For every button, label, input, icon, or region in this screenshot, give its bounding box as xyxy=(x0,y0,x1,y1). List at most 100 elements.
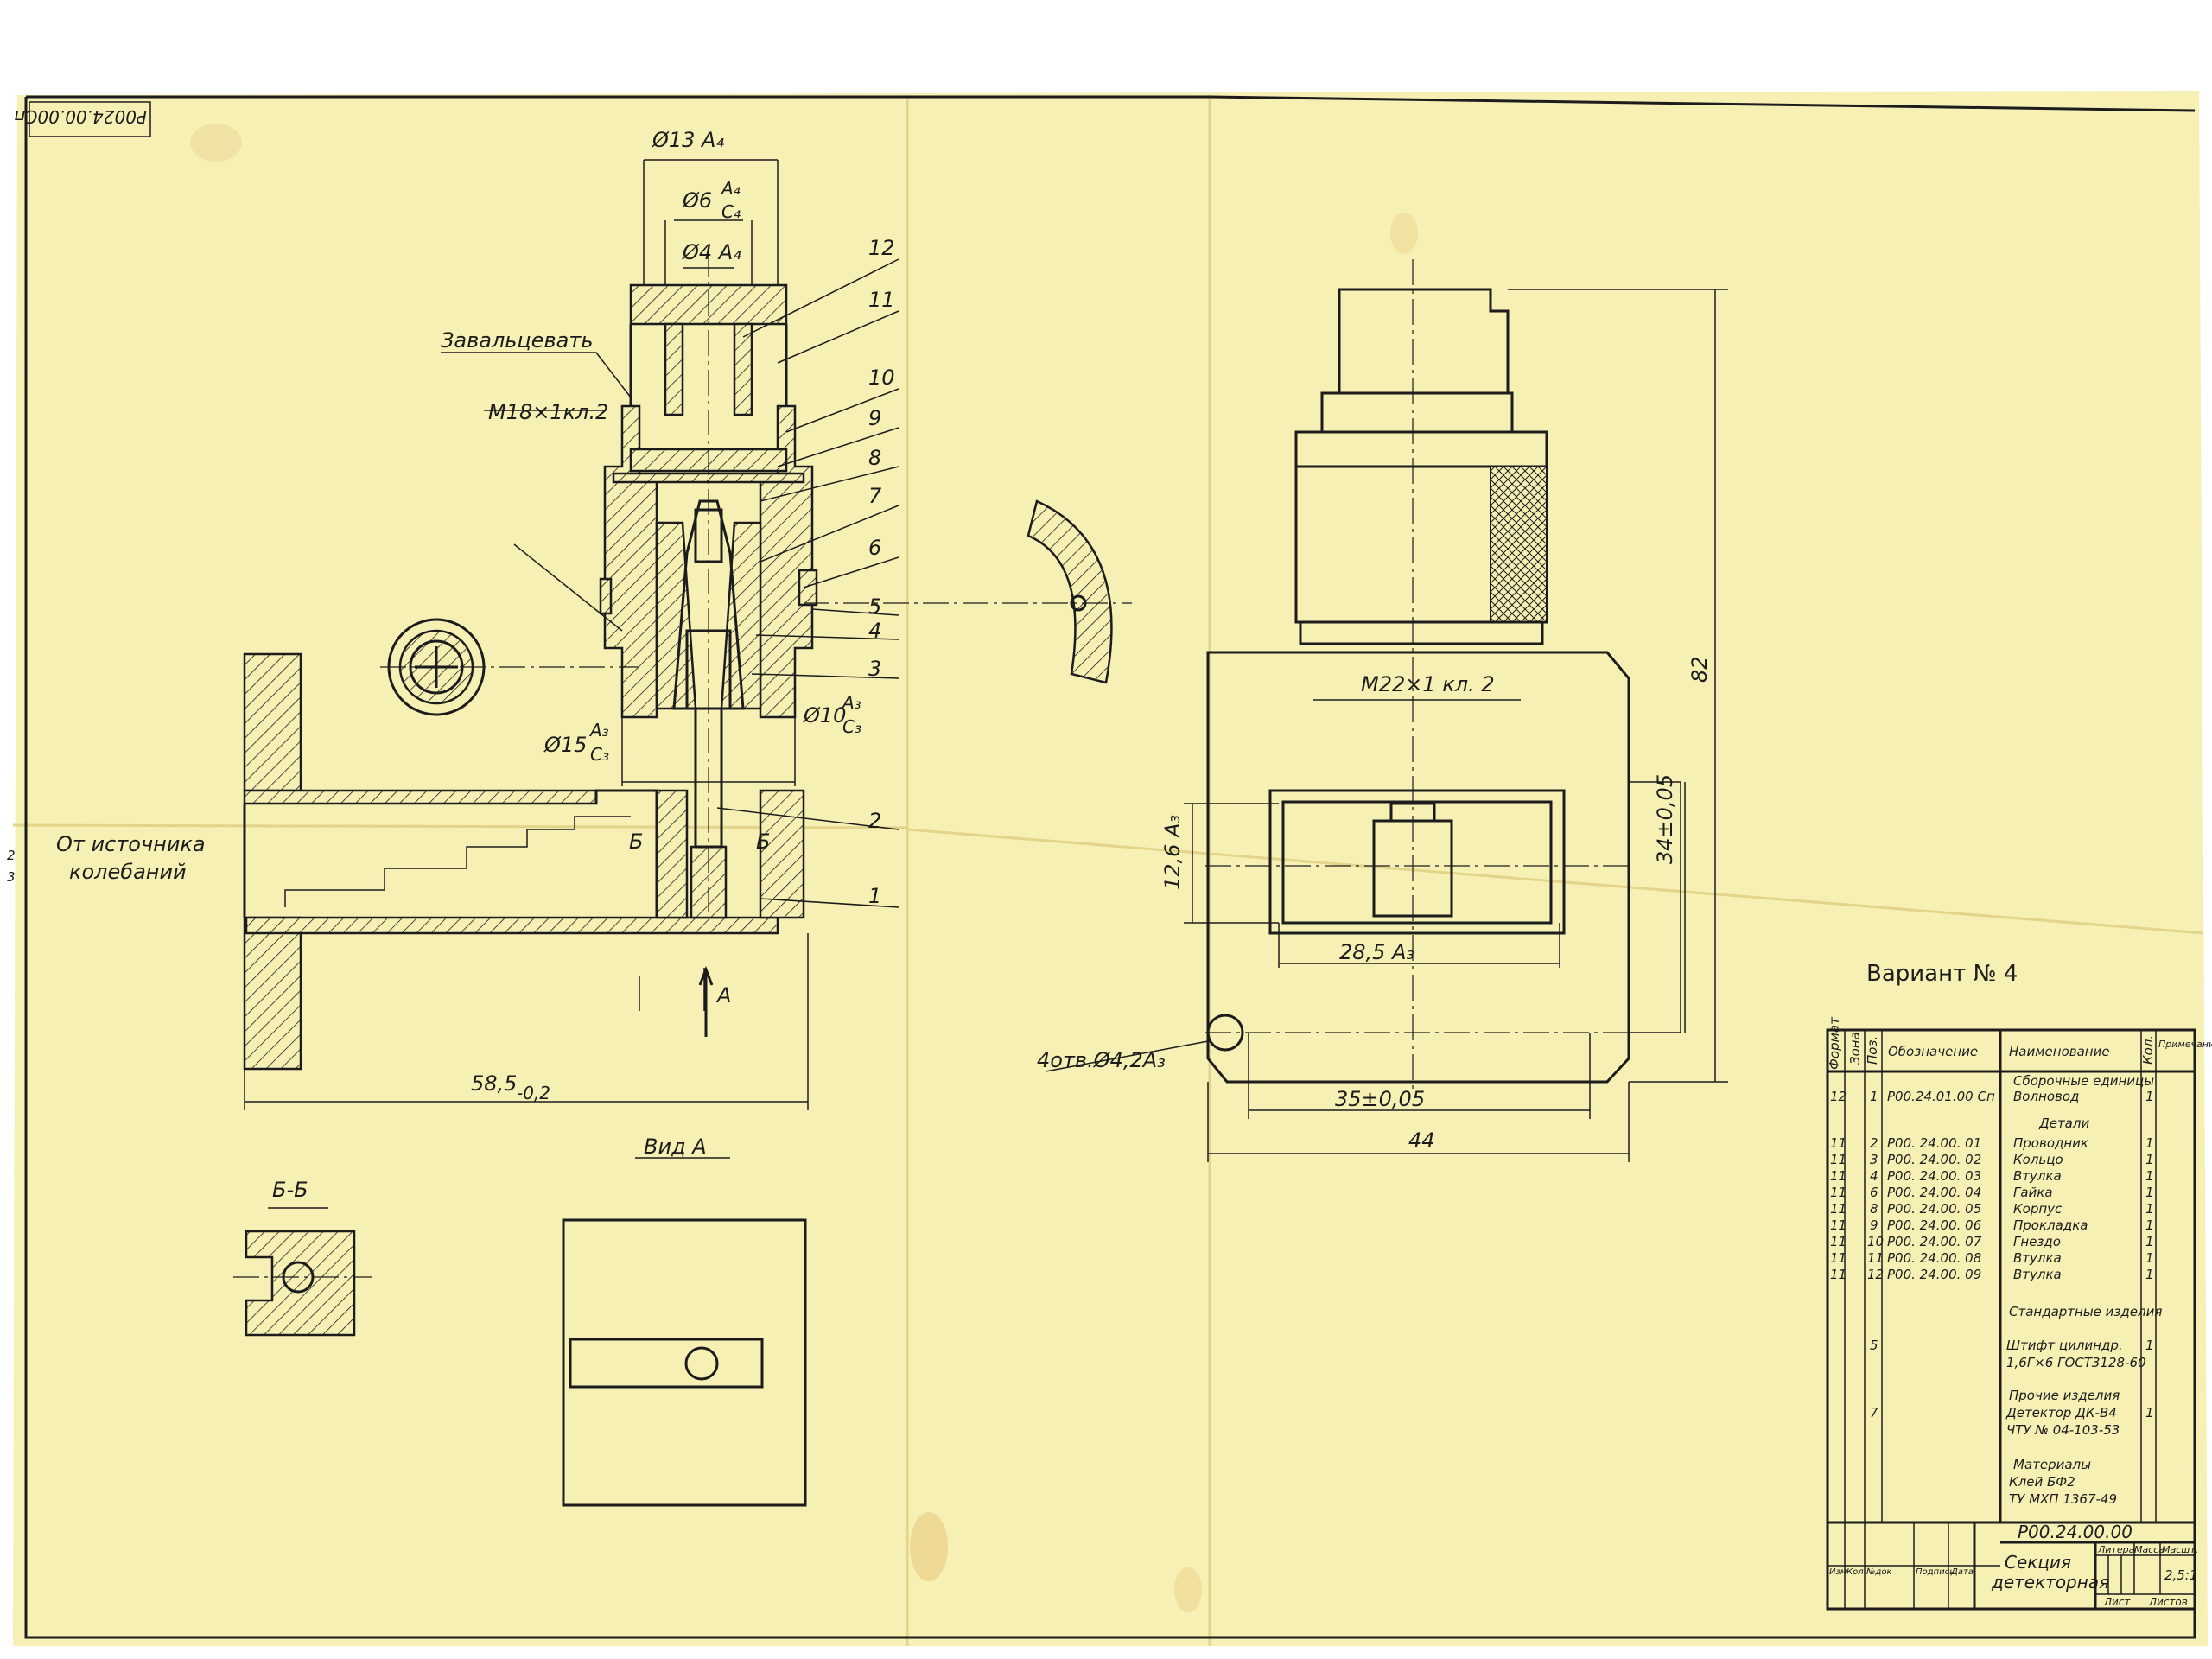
dim-d6-fit-bottom: С₄ xyxy=(721,201,741,222)
spec-cell-pos: 12 xyxy=(1867,1267,1884,1282)
spec-cell-format: 11 xyxy=(1830,1168,1847,1184)
title-col-mass: Масса xyxy=(2134,1544,2164,1555)
spec-cell-designation: Р00. 24.00. 01 xyxy=(1887,1135,1981,1151)
dim-length: 58,5 xyxy=(471,1071,517,1096)
source-label-line2: колебаний xyxy=(69,860,187,884)
spec-cell-format: 11 xyxy=(1830,1234,1847,1249)
spec-cell-designation: Р00. 24.00. 04 xyxy=(1887,1185,1981,1200)
spec-section-materials: Материалы xyxy=(2013,1457,2091,1472)
revision-columns: Изм Кол №док Подпись Дата xyxy=(1829,1567,1974,1577)
spec-cell-designation: Р00. 24.00. 09 xyxy=(1887,1267,1981,1282)
spec-cell-designation: Р00. 24.00. 08 xyxy=(1887,1250,1981,1266)
spec-cell-pos: 10 xyxy=(1867,1234,1884,1249)
section-bb-title: Б-Б xyxy=(272,1178,308,1202)
spec-cell-qty: 1 xyxy=(2145,1338,2154,1353)
spec-section-other: Прочие изделия xyxy=(2009,1388,2120,1403)
title-sheets: Листов xyxy=(2148,1596,2188,1608)
position-number: 5 xyxy=(868,594,881,619)
spec-section-assemblies: Сборочные единицы xyxy=(2013,1073,2154,1089)
spec-cell-name: Втулка xyxy=(2013,1168,2062,1184)
spec-cell-name: Штифт цилиндр. xyxy=(2006,1338,2123,1353)
position-numbers: 12 11 10 9 8 7 6 5 4 3 2 1 xyxy=(868,236,895,908)
spec-cell-designation: Р00.24.01.00 Сп xyxy=(1887,1089,1995,1104)
spec-cell-qty: 1 xyxy=(2145,1405,2154,1421)
dim-d15-fit-bottom: С₃ xyxy=(590,744,609,765)
dim-d4: Ø4 А₄ xyxy=(682,240,741,264)
spec-cell-name: Втулка xyxy=(2013,1250,2062,1266)
spec-cell-format: 11 xyxy=(1830,1185,1847,1200)
spec-cell-pos: 5 xyxy=(1870,1338,1878,1353)
dim-44: 44 xyxy=(1408,1128,1435,1153)
dim-82: 82 xyxy=(1688,656,1712,683)
rev-col-label: Подпись xyxy=(1916,1567,1955,1577)
rev-col-label: Кол xyxy=(1847,1567,1864,1577)
title-block xyxy=(1826,1521,2196,1611)
dim-d10-fit-bottom: С₃ xyxy=(842,716,861,737)
table-row: 11 8 Р00. 24.00. 05 Корпус 1 xyxy=(1830,1201,2154,1217)
table-row: 11 9 Р00. 24.00. 06 Прокладка 1 xyxy=(1830,1217,2154,1233)
position-number: 11 xyxy=(868,288,895,312)
paper xyxy=(12,91,2208,1646)
dim-35: 35±0,05 xyxy=(1335,1087,1425,1111)
spec-cell-name: Кольцо xyxy=(2013,1152,2063,1167)
spec-cell-pos: 1 xyxy=(1870,1089,1878,1104)
spec-header-zone: Зона xyxy=(1847,1032,1863,1065)
spec-cell-format: 11 xyxy=(1830,1267,1847,1282)
dim-d6: Ø6 xyxy=(682,188,712,213)
dim-d15: Ø15 xyxy=(543,733,587,757)
position-number: 9 xyxy=(868,406,881,430)
spec-cell-qty: 1 xyxy=(2145,1089,2154,1104)
dim-d6-fit-top: А₄ xyxy=(720,178,741,199)
table-row: 11 10 Р00. 24.00. 07 Гнездо 1 xyxy=(1830,1234,2154,1249)
spec-header-designation: Обозначение xyxy=(1888,1044,1978,1059)
spec-cell-name: Гнездо xyxy=(2013,1234,2061,1249)
section-mark-b-right: Б xyxy=(756,830,770,854)
table-row: 11 4 Р00. 24.00. 03 Втулка 1 xyxy=(1830,1168,2154,1184)
spec-cell-format: 11 xyxy=(1830,1217,1847,1233)
spec-cell-pos: 11 xyxy=(1867,1250,1884,1266)
spec-cell-name: Волновод xyxy=(2013,1089,2079,1104)
spec-cell-name: 1,6Г×6 ГОСТ3128-60 xyxy=(2006,1355,2146,1370)
margin-mark: 2 xyxy=(7,848,16,863)
spec-cell-qty: 1 xyxy=(2145,1168,2154,1184)
position-number: 2 xyxy=(868,809,881,833)
thread-m18: М18×1кл.2 xyxy=(488,400,608,424)
view-mark-a: А xyxy=(715,983,731,1007)
spec-header-format: Формат xyxy=(1827,1016,1842,1070)
table-row: 11 12 Р00. 24.00. 09 Втулка 1 xyxy=(1830,1267,2154,1282)
spec-cell-format: 12 xyxy=(1830,1089,1847,1104)
section-mark-b-left: Б xyxy=(629,830,643,854)
spec-cell-qty: 1 xyxy=(2145,1234,2154,1249)
spec-cell-pos: 7 xyxy=(1870,1405,1878,1421)
spec-cell-pos: 9 xyxy=(1870,1217,1878,1233)
spec-row-other: 7 Детектор ДК-В4 ЧТУ № 04-103-53 1 xyxy=(1870,1405,2154,1438)
position-number: 12 xyxy=(868,236,895,260)
spec-cell-designation: Р00. 24.00. 02 xyxy=(1887,1152,1981,1167)
spec-row-material: Клей БФ2 ТУ МХП 1367-49 xyxy=(2009,1474,2117,1507)
spec-cell-format: 11 xyxy=(1830,1250,1847,1266)
title-col-litera: Литера xyxy=(2097,1544,2135,1555)
spec-cell-name: Проводник xyxy=(2013,1135,2088,1151)
title-line2: детекторная xyxy=(1991,1572,2109,1592)
spec-header-note: Примечание xyxy=(2158,1039,2212,1050)
position-number: 1 xyxy=(868,884,881,908)
spec-cell-name: Детектор ДК-В4 xyxy=(2005,1405,2117,1421)
spec-header-name: Наименование xyxy=(2009,1044,2110,1059)
holes-note: 4отв.Ø4,2А₃ xyxy=(1037,1048,1166,1072)
title-line1: Секция xyxy=(2005,1552,2071,1573)
dim-d15-fit-top: А₃ xyxy=(588,720,609,741)
dim-d10: Ø10 xyxy=(803,703,846,728)
spec-section-standard: Стандартные изделия xyxy=(2009,1304,2162,1319)
spec-cell-designation: Р00. 24.00. 07 xyxy=(1887,1234,1982,1249)
thread-m22: М22×1 кл. 2 xyxy=(1361,672,1495,696)
corner-stamp: Р0024.00.00Сп xyxy=(14,106,147,127)
spec-cell-pos: 8 xyxy=(1870,1201,1878,1217)
spec-cell-qty: 1 xyxy=(2145,1267,2154,1282)
dim-d10-fit-top: А₃ xyxy=(841,692,861,713)
spec-header-qty: Кол. xyxy=(2140,1035,2156,1065)
dim-d13: Ø13 А₄ xyxy=(652,128,724,152)
spec-cell-qty: 1 xyxy=(2145,1152,2154,1167)
table-row: 11 11 Р00. 24.00. 08 Втулка 1 xyxy=(1830,1250,2154,1266)
table-row: 11 2 Р00. 24.00. 01 Проводник 1 xyxy=(1830,1135,2154,1151)
position-number: 4 xyxy=(868,619,881,643)
